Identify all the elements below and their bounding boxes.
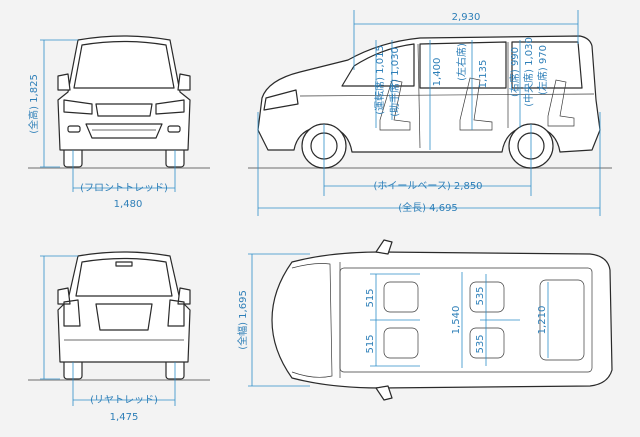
front-windshield bbox=[73, 40, 175, 89]
top-width-label: (全幅) 1,695 bbox=[236, 290, 249, 350]
side-driver-seat-label: (運転席) 1,015 bbox=[373, 45, 386, 115]
side-left-right-label: (左右席) bbox=[455, 43, 468, 81]
top-cabin-width: 1,540 bbox=[451, 306, 462, 335]
front-height-label: (全高) 1,825 bbox=[27, 74, 40, 134]
rear-left-taillight bbox=[63, 299, 81, 327]
front-right-mirror bbox=[177, 73, 191, 91]
side-headlight bbox=[263, 89, 299, 111]
front-left-mirror bbox=[57, 73, 71, 91]
top-seat-front-right bbox=[383, 327, 419, 359]
top-roof bbox=[339, 267, 593, 373]
top-seat-gap-d: 535 bbox=[475, 334, 486, 353]
side-length-label: (全長) 4,695 bbox=[398, 201, 458, 214]
top-rear-width: 1,210 bbox=[537, 306, 548, 335]
front-left-fog-light bbox=[67, 125, 81, 133]
side-middle-seat-label: (中央席) 1,030 bbox=[522, 37, 535, 107]
side-right-seat-label: (右席) 990 bbox=[508, 47, 521, 97]
side-left-right-value: 1,135 bbox=[478, 60, 489, 89]
top-seat-gap-c: 535 bbox=[475, 286, 486, 305]
front-body bbox=[57, 35, 191, 151]
rear-tread-label: (リヤトレッド) bbox=[90, 395, 158, 406]
side-front-seat bbox=[379, 79, 411, 131]
top-seat-second-right bbox=[469, 327, 505, 359]
side-center-height-label: 1,400 bbox=[432, 58, 443, 87]
side-overall-cabin-value: 2,930 bbox=[452, 12, 481, 23]
top-seat-front-left bbox=[383, 281, 419, 313]
top-view: 515 515 1,540 535 535 1,210 (全幅) 1,695 bbox=[236, 239, 613, 401]
front-left-headlight bbox=[63, 99, 93, 115]
side-middle-window bbox=[419, 41, 507, 89]
top-body bbox=[271, 251, 613, 389]
front-tread-label: (フロントトレッド) bbox=[80, 183, 168, 194]
side-passenger-seat-label: (助手席) 1,030 bbox=[388, 47, 401, 117]
side-front-window bbox=[341, 43, 415, 87]
front-lower-grille bbox=[85, 123, 163, 139]
rear-right-mirror bbox=[177, 287, 191, 305]
front-upper-grille bbox=[95, 103, 153, 117]
side-wheelbase-label: (ホイールベース) 2,850 bbox=[373, 180, 482, 192]
side-rear-window bbox=[511, 41, 583, 89]
rear-right-taillight bbox=[167, 299, 185, 327]
side-third-seat bbox=[547, 79, 575, 127]
rear-license-plate-area bbox=[95, 303, 153, 331]
side-view: 2,930 (運転席) 1,015 (助手席) 1,030 1,400 (左右席… bbox=[248, 10, 612, 216]
top-seat-second-left bbox=[469, 281, 505, 313]
top-seat-gap-b: 515 bbox=[365, 334, 376, 353]
front-view: (全高) 1,825 (フロントトレッド) 1,480 bbox=[27, 35, 210, 210]
top-right-mirror bbox=[375, 385, 393, 401]
top-seat-third-row bbox=[539, 279, 585, 361]
rear-spoiler-light bbox=[115, 261, 133, 267]
front-tread-value: 1,480 bbox=[114, 199, 143, 210]
rear-window bbox=[75, 257, 173, 297]
rear-view: (リヤトレッド) 1,475 bbox=[28, 251, 210, 423]
top-seat-gap-a: 515 bbox=[365, 288, 376, 307]
side-left-seat-label: (左席) 970 bbox=[536, 45, 549, 95]
front-right-fog-light bbox=[167, 125, 181, 133]
rear-left-mirror bbox=[57, 287, 71, 305]
rear-tread-value: 1,475 bbox=[110, 412, 139, 423]
front-right-headlight bbox=[155, 99, 185, 115]
rear-body bbox=[57, 251, 191, 363]
top-left-mirror bbox=[375, 239, 393, 255]
